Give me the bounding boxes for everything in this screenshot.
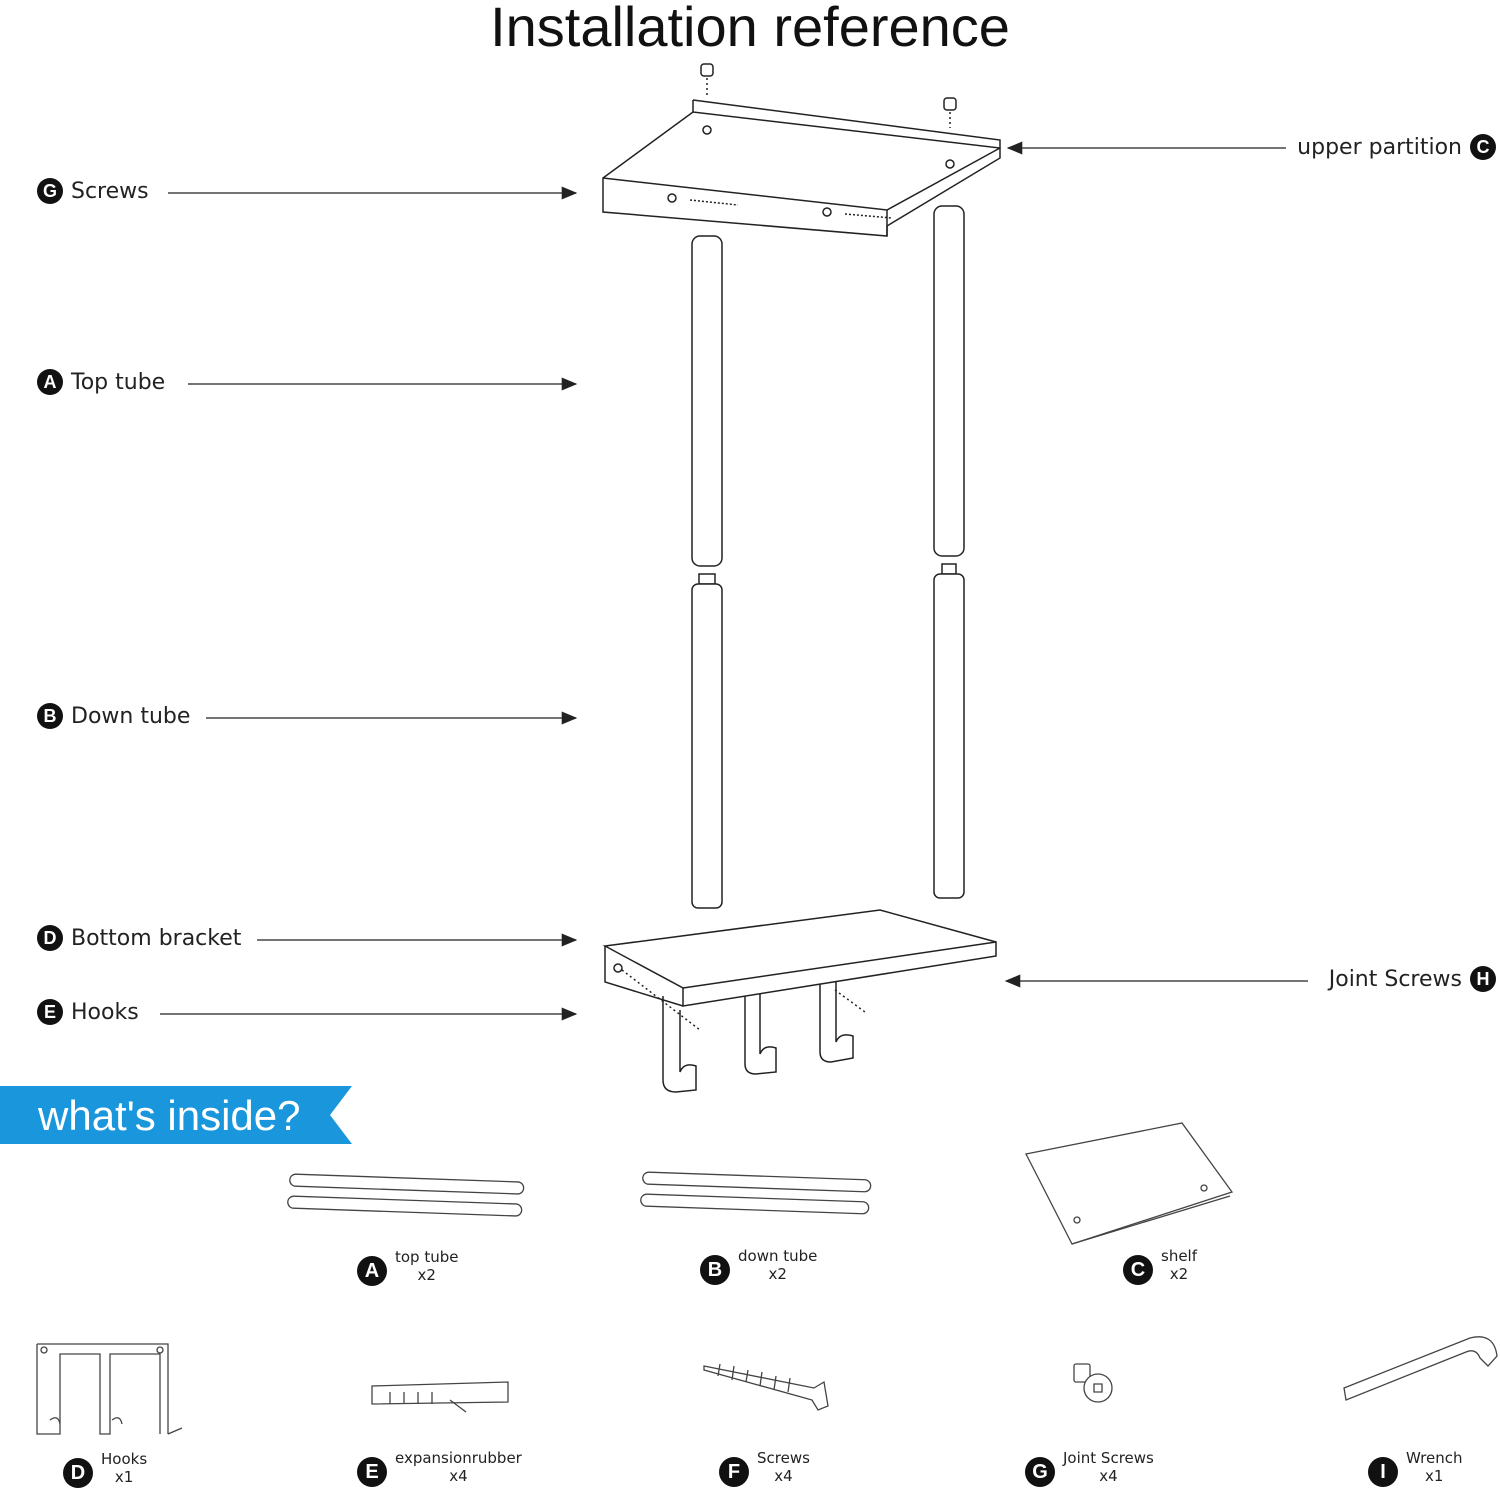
letter-badge: B xyxy=(700,1255,730,1285)
part-down-tube-illustration xyxy=(640,1171,872,1215)
letter-badge: H xyxy=(1470,966,1496,992)
part-name: expansionrubber xyxy=(395,1449,522,1467)
callout-upper-partition: upper partition C xyxy=(1297,134,1496,160)
callout-arrows xyxy=(160,141,1308,1021)
callout-top-tube: A Top tube xyxy=(37,369,165,395)
callout-label: upper partition xyxy=(1297,134,1462,160)
letter-badge: C xyxy=(1123,1255,1153,1285)
callout-screws: G Screws xyxy=(37,178,149,204)
callout-bottom-bracket: D Bottom bracket xyxy=(37,925,241,951)
letter-badge: A xyxy=(37,369,63,395)
part-expansion-rubber-illustration xyxy=(371,1381,509,1413)
part-qty: x2 xyxy=(417,1266,436,1284)
letter-badge: A xyxy=(357,1256,387,1286)
part-screws-illustration xyxy=(703,1363,829,1411)
letter-badge: I xyxy=(1368,1457,1398,1487)
part-hooks-illustration xyxy=(36,1343,183,1435)
letter-badge: E xyxy=(357,1457,387,1487)
letter-badge: D xyxy=(37,925,63,951)
part-qty: x2 xyxy=(1169,1265,1189,1283)
callout-joint-screws: Joint Screws H xyxy=(1329,966,1496,992)
letter-badge: B xyxy=(37,703,63,729)
callout-down-tube: B Down tube xyxy=(37,703,190,729)
part-name: Screws xyxy=(757,1449,810,1467)
part-name: Joint Screws xyxy=(1063,1449,1154,1467)
part-qty: x4 xyxy=(449,1467,468,1485)
letter-badge: F xyxy=(719,1457,749,1487)
part-qty: x4 xyxy=(1099,1467,1118,1485)
bottom-bracket-illustration xyxy=(602,909,997,1093)
callout-label: Joint Screws xyxy=(1328,966,1462,992)
part-shelf-illustration xyxy=(1025,1122,1234,1245)
part-name: top tube xyxy=(395,1248,459,1266)
letter-badge: G xyxy=(37,178,63,204)
letter-badge: D xyxy=(63,1458,93,1488)
part-wrench-illustration xyxy=(1343,1336,1498,1401)
banner-shape xyxy=(0,1086,352,1144)
part-qty: x4 xyxy=(774,1467,793,1485)
callout-label: Down tube xyxy=(71,703,191,729)
part-qty: x1 xyxy=(1425,1467,1444,1485)
letter-badge: E xyxy=(37,999,63,1025)
page-title: Installation reference xyxy=(490,0,1010,58)
part-joint-screws-illustration xyxy=(1073,1363,1113,1403)
part-top-tube-illustration xyxy=(287,1173,525,1217)
part-qty: x1 xyxy=(114,1468,134,1486)
callout-label: Screws xyxy=(71,178,149,204)
letter-badge: C xyxy=(1470,134,1496,160)
whats-inside-banner: what's inside? xyxy=(38,1092,301,1139)
upper-partition-illustration xyxy=(602,63,1001,237)
callout-label: Top tube xyxy=(71,369,166,395)
top-tubes-illustration xyxy=(691,205,965,567)
part-name: Hooks xyxy=(101,1450,148,1468)
part-name: down tube xyxy=(738,1247,818,1265)
callout-label: Hooks xyxy=(71,999,139,1025)
down-tubes-illustration xyxy=(691,563,965,909)
callout-hooks: E Hooks xyxy=(37,999,139,1025)
callout-label: Bottom bracket xyxy=(71,925,242,951)
part-name: shelf xyxy=(1161,1247,1197,1265)
part-name: Wrench xyxy=(1406,1449,1463,1467)
letter-badge: G xyxy=(1025,1457,1055,1487)
part-qty: x2 xyxy=(768,1265,787,1283)
